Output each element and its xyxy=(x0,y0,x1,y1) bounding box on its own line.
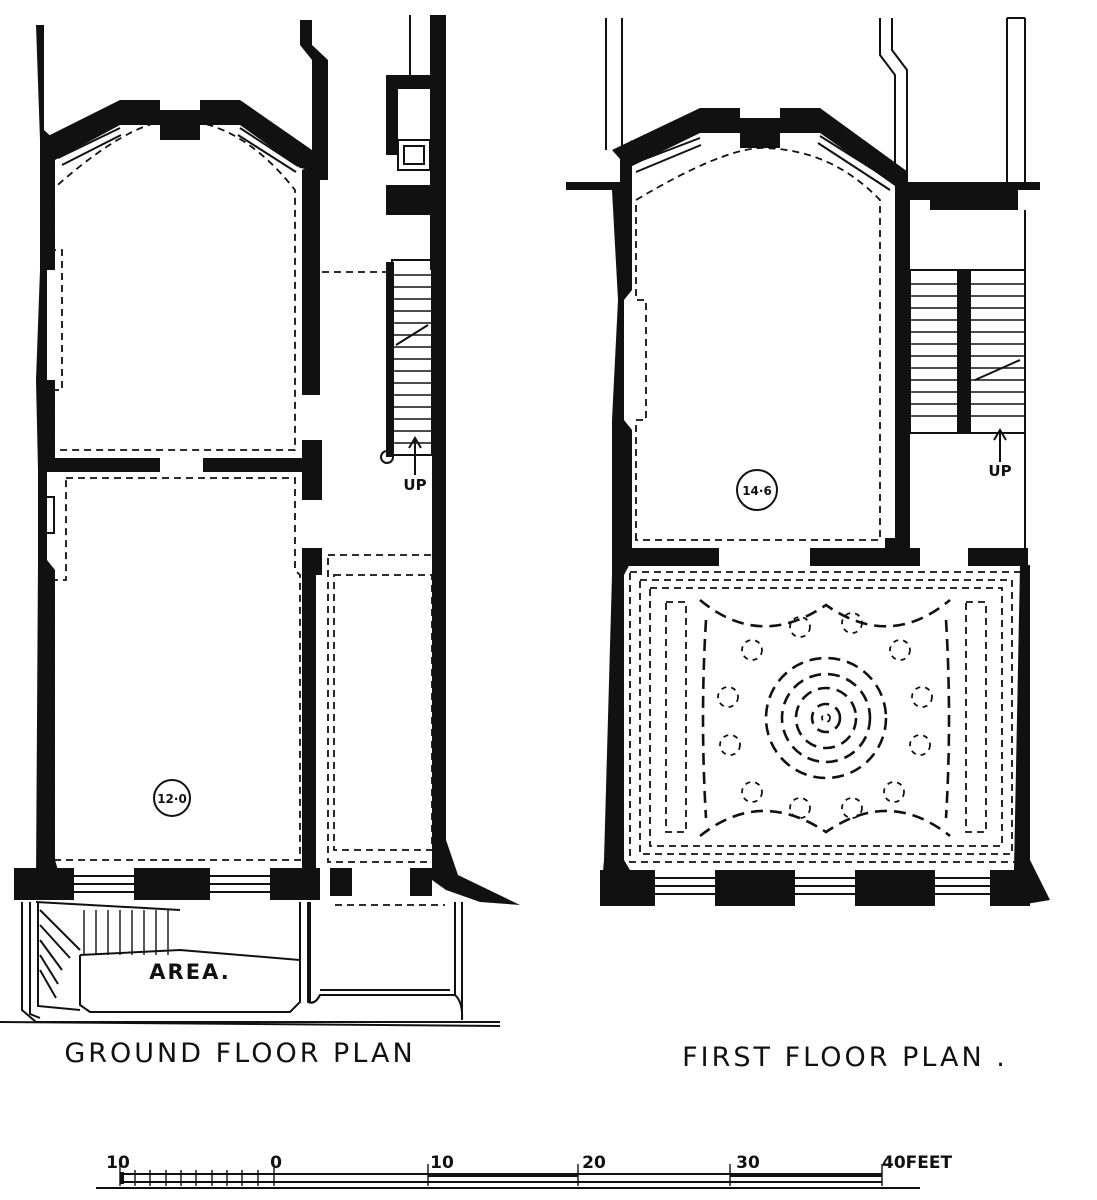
ground-pier xyxy=(302,440,322,500)
ground-up-label: UP xyxy=(403,476,426,494)
ground-area-basement xyxy=(0,901,501,1027)
ground-cross-wall-right xyxy=(203,458,303,472)
first-floor-plan: 14·6 UP FIRST FLOOR PLAN . xyxy=(566,17,1050,1073)
first-floor-title: FIRST FLOOR PLAN . xyxy=(682,1042,1008,1073)
first-back-room-outline xyxy=(635,147,881,541)
ground-front-room-outline xyxy=(51,477,301,861)
first-up-label: UP xyxy=(988,462,1011,480)
scale-label-10: 10 xyxy=(430,1153,454,1173)
scale-label-30: 30 xyxy=(736,1153,760,1173)
ground-ceiling-height-marker xyxy=(153,779,191,817)
ground-floor-title: GROUND FLOOR PLAN xyxy=(64,1038,415,1069)
area-label: AREA. xyxy=(149,960,230,984)
ground-cross-wall-left xyxy=(40,458,160,472)
first-left-wall xyxy=(566,140,632,905)
scale-bar: 10 0 10 20 30 40FEET xyxy=(96,1153,952,1189)
first-drawing-room-ceiling xyxy=(629,571,1023,863)
first-ceiling-height: 14·6 xyxy=(742,484,772,498)
first-staircase-treads xyxy=(910,283,1025,417)
scale-label-minus-10: 10 xyxy=(106,1153,130,1173)
ground-staircase-treads xyxy=(392,274,432,444)
first-cross-wall-left xyxy=(624,548,719,566)
ground-bay-glazing xyxy=(57,127,299,173)
scale-label-0: 0 xyxy=(270,1153,282,1173)
scale-label-40-feet: 40FEET xyxy=(882,1153,952,1173)
first-ceiling-height-marker xyxy=(736,469,778,511)
ground-ceiling-height: 12·0 xyxy=(157,792,187,806)
first-cross-wall-right xyxy=(968,548,1028,566)
ground-floor-plan: 12·0 UP AREA. GROUND FLOOR PLAN xyxy=(0,15,520,1069)
ground-bay-window xyxy=(40,100,312,170)
ground-back-room-outline xyxy=(51,119,296,451)
ground-spine-wall xyxy=(300,20,328,395)
scale-label-20: 20 xyxy=(582,1153,606,1173)
first-cross-wall-mid xyxy=(810,548,920,566)
